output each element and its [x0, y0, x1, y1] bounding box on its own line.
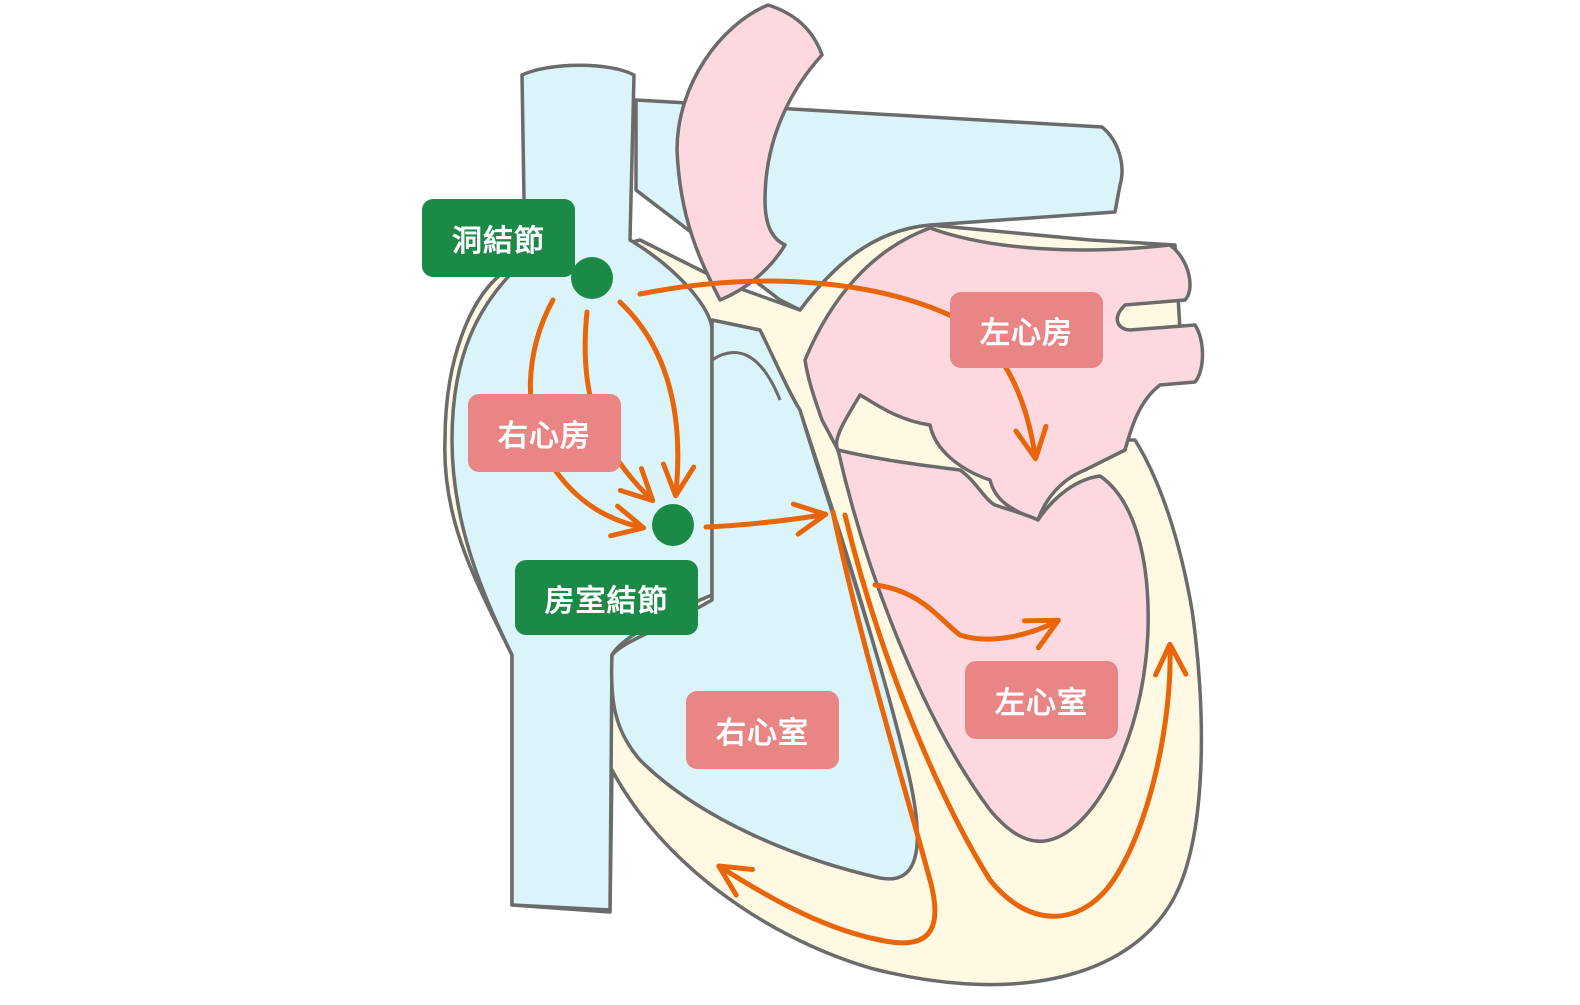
right-ventricle-label: 右心室	[686, 691, 839, 769]
right-atrium-label: 右心房	[468, 394, 621, 472]
left-ventricle-chamber	[836, 448, 1150, 844]
conduction-arrow-to-left-ventricle	[872, 582, 1061, 651]
septum-line	[798, 409, 907, 761]
conduction-arrow-sa-to-left-atrium	[637, 278, 1049, 462]
valve-line	[711, 351, 782, 401]
conduction-arrow-sa-down-right	[617, 299, 697, 499]
purkinje-fiber-left	[842, 512, 1189, 919]
left-atrium-label: 左心房	[950, 292, 1103, 368]
left-ventricle-label: 左心室	[965, 661, 1118, 739]
purkinje-fiber-right	[716, 509, 938, 946]
aorta	[675, 3, 824, 302]
conduction-arrow-av-to-septum	[703, 501, 829, 537]
sinoatrial-node-dot	[571, 257, 613, 299]
atrioventricular-node-dot	[652, 504, 694, 546]
sinoatrial-node-label: 洞結節	[422, 199, 575, 277]
atrioventricular-node-label: 房室結節	[515, 560, 698, 635]
